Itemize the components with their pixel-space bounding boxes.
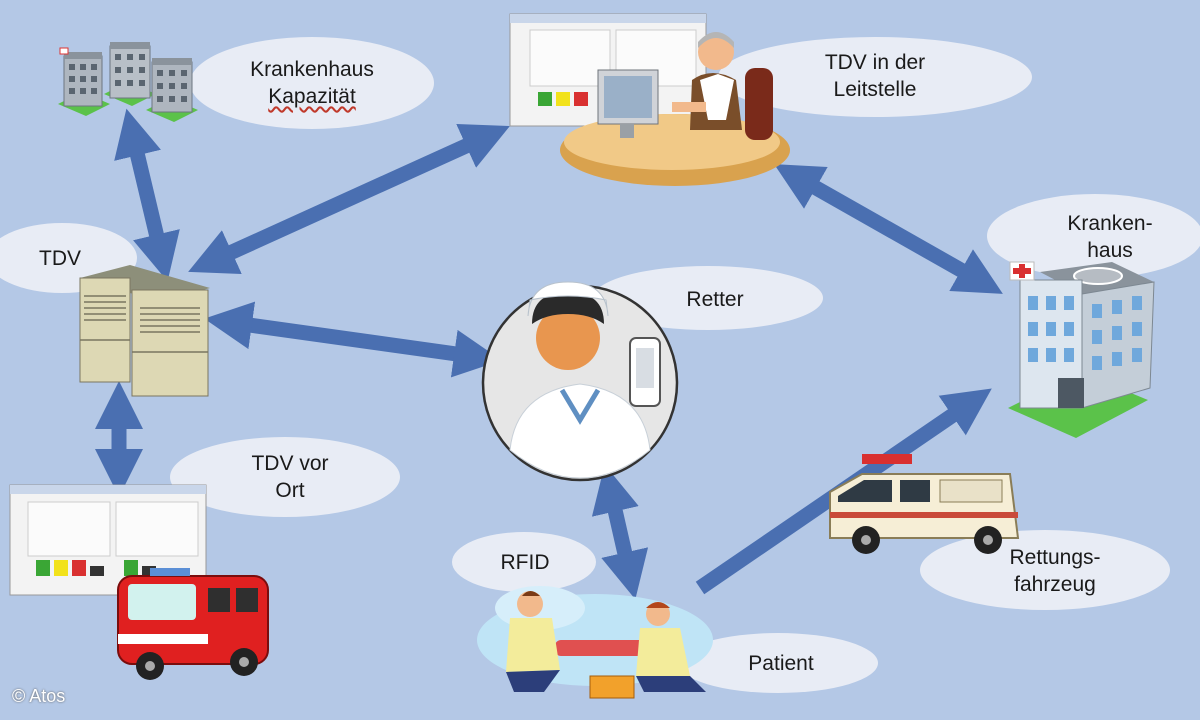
paramedic-avatar-icon [481, 281, 679, 482]
label-rettungsfahrzeug: Rettungs- fahrzeug [980, 540, 1130, 602]
label-line: Kapazität [268, 85, 356, 108]
label-tdv-leitstelle: TDV in der Leitstelle [800, 45, 950, 107]
label-tdv-vor-ort: TDV vor Ort [230, 446, 350, 508]
copyright-notice: © Atos [12, 686, 66, 706]
dispatcher-desk-icon [509, 13, 790, 186]
hospital-buildings-icon [58, 42, 198, 122]
label-line: Patient [748, 651, 814, 675]
bubble-tdv-vor-ort [170, 437, 400, 517]
ambulance-icon [829, 454, 1020, 554]
bubble-rfid [452, 532, 596, 592]
label-line: RFID [500, 550, 550, 574]
label-krankenhaus-kapazitaet: Krankenhaus Kapazität [200, 52, 424, 114]
label-line: Rettungs- [1009, 546, 1101, 569]
label-line: Ort [275, 479, 305, 502]
label-bubbles [0, 37, 1200, 693]
label-line: Kranken- [1067, 212, 1153, 235]
arrow-leitstelle-krankenhaus [774, 164, 1003, 294]
patient-care-icon [477, 586, 713, 699]
server-rack-icon [79, 265, 210, 397]
label-line: haus [1087, 239, 1133, 262]
label-line: Krankenhaus [250, 58, 374, 81]
field-screen-icon [9, 484, 207, 596]
label-line: TDV in der [824, 51, 926, 74]
bubble-krankenhaus [987, 194, 1200, 278]
label-line: Retter [686, 287, 744, 311]
bubble-patient [678, 633, 878, 693]
label-patient: Patient [726, 646, 836, 680]
emergency-van-icon [117, 568, 269, 680]
arrow-tdv-retter [204, 301, 502, 378]
label-line: fahrzeug [1014, 573, 1096, 596]
bubble-krankenhaus-kapazitaet [190, 37, 434, 129]
arrow-retter-patient [591, 464, 649, 600]
hospital-building-icon [1008, 261, 1155, 438]
label-line: Leitstelle [833, 78, 917, 101]
label-line: TDV [39, 246, 81, 270]
bubble-retter [593, 266, 823, 330]
bubble-tdv-leitstelle [718, 37, 1032, 117]
label-retter: Retter [660, 282, 770, 316]
label-krankenhaus: Kranken- haus [1040, 206, 1180, 268]
label-tdv: TDV [0, 240, 120, 276]
arrow-hospitals-tdv [114, 108, 180, 282]
label-rfid: RFID [480, 545, 570, 579]
arrow-tdv-leitstelle [188, 124, 510, 274]
label-line: TDV vor [251, 452, 329, 475]
